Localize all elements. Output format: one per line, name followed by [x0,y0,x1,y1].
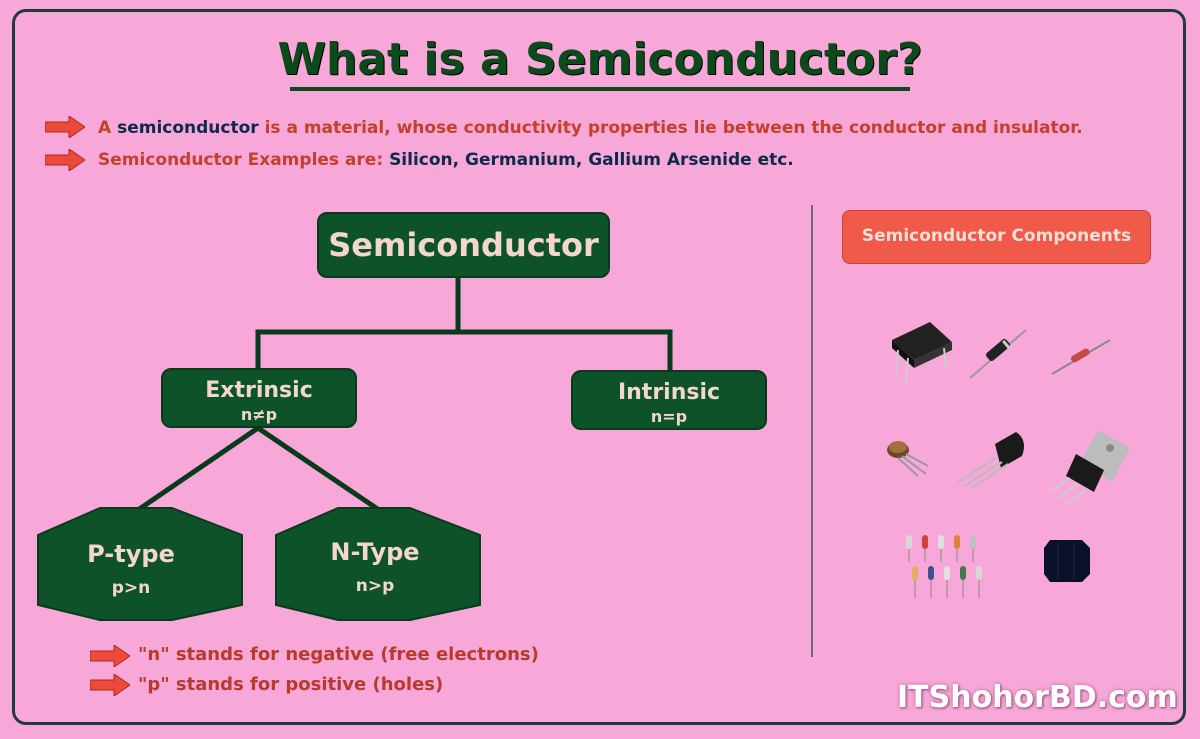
intrinsic-condition: n=p [650,407,688,426]
intro-examples: Semiconductor Examples are: Silicon, Ger… [98,150,794,170]
small-diode-icon [1051,339,1111,375]
ptype-label: P-type [87,540,175,568]
tree-node-intrinsic: Intrinsic n=p [571,370,767,430]
title-underline [290,87,910,91]
ntype-label: N-Type [330,538,420,566]
power-transistor-icon [1049,430,1130,505]
ntype-hexagon [275,507,481,621]
extrinsic-condition: n≠p [240,405,278,424]
tree-node-ptype: P-type p>n [28,540,234,598]
tree-node-semiconductor: Semiconductor [317,212,610,278]
ntype-condition: n>p [355,576,395,596]
intro-examples-prefix: Semiconductor Examples are: [98,150,390,170]
note-p-meaning: "p" stands for positive (holes) [138,674,444,695]
ic-chip-icon [892,322,952,385]
intrinsic-label: Intrinsic [617,380,721,405]
extrinsic-label: Extrinsic [205,378,313,403]
transistor-icon [957,432,1024,489]
components-header: Semiconductor Components [842,210,1151,264]
solar-cell-icon [1044,540,1090,582]
tree-node-ntype: N-Type n>p [272,538,478,596]
site-watermark: ITShohorBD.com [897,680,1178,715]
page-frame [12,9,1186,725]
ptype-hexagon [37,507,243,621]
page-title: What is a Semiconductor? [277,34,923,85]
note-n-meaning: "n" stands for negative (free electrons) [138,644,539,665]
arrow-icon [90,674,130,696]
ptype-condition: p>n [111,578,151,598]
arrow-icon [90,645,130,667]
section-divider [811,205,813,657]
intro-definition-rest: is a material, whose conductivity proper… [258,118,1083,138]
intro-examples-list: Silicon, Germanium, Gallium Arsenide etc… [389,150,794,170]
intro-definition-prefix: A [98,118,118,138]
arrow-icon [45,116,85,138]
can-transistor-icon [887,441,929,477]
diode-icon [969,329,1027,379]
tree-node-extrinsic: Extrinsic n≠p [161,368,357,428]
arrow-icon [45,149,85,171]
intro-definition-term: semiconductor [117,118,259,138]
led-set-icon [906,535,982,598]
intro-definition: A semiconductor is a material, whose con… [98,118,1083,138]
